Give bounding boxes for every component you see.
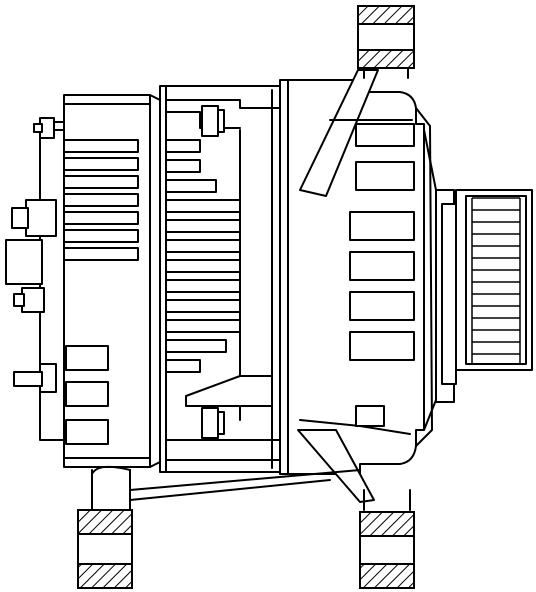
rear-terminal-nuts xyxy=(5,117,57,393)
pulley xyxy=(435,189,533,403)
stator-core xyxy=(159,85,281,473)
cooling-fins xyxy=(63,139,139,445)
bottom-mounting-feet xyxy=(77,465,415,589)
top-mounting-ear xyxy=(357,5,415,79)
front-cooling-slots xyxy=(349,123,415,427)
